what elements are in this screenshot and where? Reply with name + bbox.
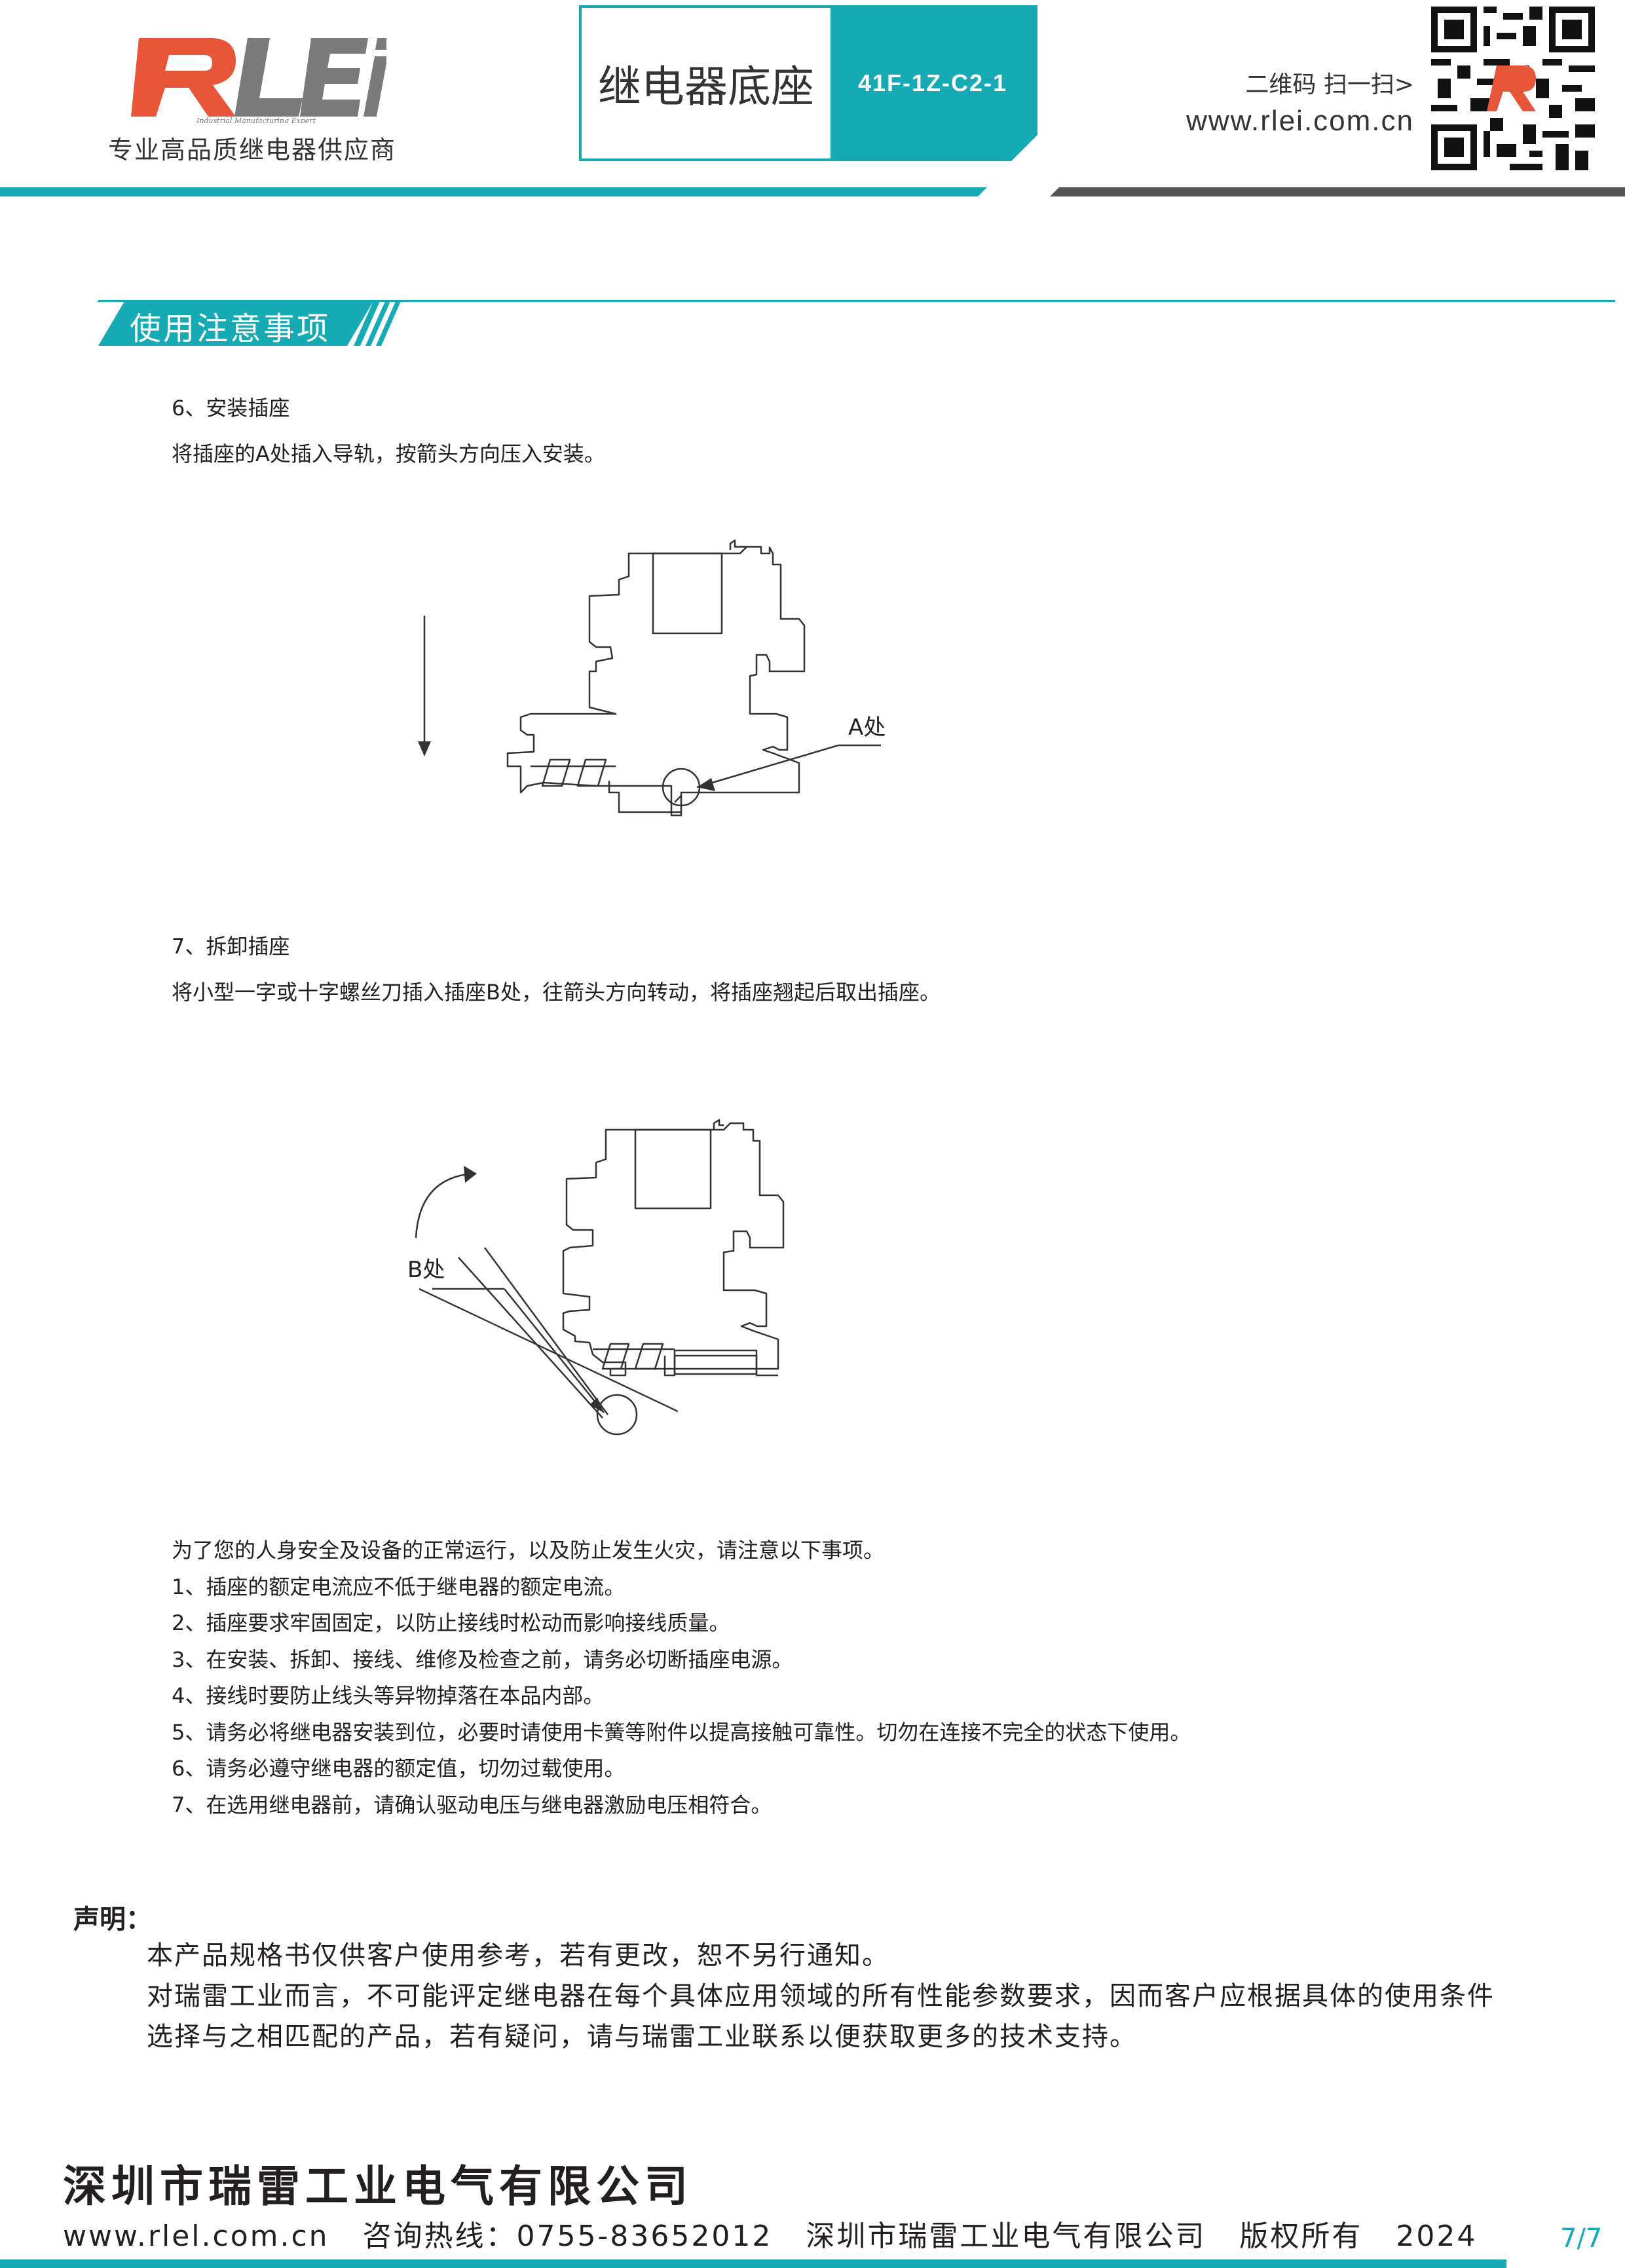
footer-bar — [0, 2259, 1506, 2268]
footer-rights: 版权所有 — [1239, 2220, 1363, 2253]
note-item: 5、请务必将继电器安装到位，必要时请使用卡簧等附件以提高接触可靠性。切勿在连接不… — [172, 1719, 1191, 1745]
note-item: 1、插座的额定电流应不低于继电器的额定电流。 — [172, 1574, 626, 1599]
footer-website[interactable]: www.rlel.com.cn — [63, 2220, 329, 2253]
product-title: 继电器底座 — [598, 62, 814, 112]
note-item: 3、在安装、拆卸、接线、维修及检查之前，请务必切断插座电源。 — [172, 1646, 793, 1672]
brand-logo: Industrial Manufacturing Expert — [131, 38, 386, 123]
product-model: 41F-1Z-C2-1 — [831, 8, 1035, 158]
callout-b-label: B处 — [407, 1257, 445, 1283]
statement-label: 声明： — [73, 1905, 152, 1935]
footer-company-short: 深圳市瑞雷工业电气有限公司 — [806, 2220, 1206, 2253]
section-title: 使用注意事项 — [130, 310, 331, 347]
removal-diagram: B处 — [407, 1119, 785, 1436]
header-bar-teal — [0, 187, 1009, 196]
note-item: 4、接线时要防止线头等异物掉落在本品内部。 — [172, 1683, 605, 1708]
safety-notes: 为了您的人身安全及设备的正常运行，以及防止发生火灾，请注意以下事项。 1、插座的… — [172, 1533, 1191, 1823]
header-bar-gray — [1041, 187, 1625, 196]
statement-line: 选择与之相匹配的产品，若有疑问，请与瑞雷工业联系以便获取更多的技术支持。 — [147, 2022, 1137, 2052]
callout-a-label: A处 — [848, 715, 886, 741]
brand-tagline: 专业高品质继电器供应商 — [108, 136, 397, 164]
statement-line: 本产品规格书仅供客户使用参考，若有更改，恕不另行通知。 — [147, 1941, 889, 1971]
section-rule — [98, 300, 1615, 302]
header-website[interactable]: www.rlei.com.cn — [1186, 105, 1414, 137]
title-corner-notch — [1011, 135, 1037, 161]
header-bar-divider — [978, 187, 1059, 196]
note-intro: 为了您的人身安全及设备的正常运行，以及防止发生火灾，请注意以下事项。 — [172, 1538, 885, 1563]
footer-year: 2024 — [1396, 2220, 1478, 2253]
note-item: 2、插座要求牢固固定，以防止接线时松动而影响接线质量。 — [172, 1610, 730, 1635]
statement-body: 本产品规格书仅供客户使用参考，若有更改，恕不另行通知。 对瑞雷工业而言，不可能评… — [147, 1935, 1495, 2057]
footer-info: www.rlel.com.cn 咨询热线：0755-83652012 深圳市瑞雷… — [63, 2212, 1499, 2254]
statement-line: 对瑞雷工业而言，不可能评定继电器在每个具体应用领域的所有性能参数要求，因而客户应… — [147, 1981, 1495, 2011]
note-item: 7、在选用继电器前，请确认驱动电压与继电器激励电压相符合。 — [172, 1792, 772, 1817]
remove-heading: 7、拆卸插座 — [172, 934, 290, 959]
product-title-box: 继电器底座 41F-1Z-C2-1 — [579, 5, 1037, 161]
footer-company: 深圳市瑞雷工业电气有限公司 — [63, 2161, 693, 2212]
install-diagram: A处 — [418, 539, 886, 817]
install-heading: 6、安装插座 — [172, 396, 290, 420]
footer-hotline: 咨询热线：0755-83652012 — [362, 2220, 773, 2253]
qr-prompt: 二维码 扫一扫> — [1245, 71, 1414, 98]
section-stripes-icon — [354, 301, 401, 346]
page-number: 7/7 — [1560, 2223, 1603, 2254]
logo-subtext: Industrial Manufacturing Expert — [196, 117, 316, 123]
install-description: 将插座的A处插入导轨，按箭头方向压入安装。 — [172, 441, 605, 466]
qr-code-icon[interactable] — [1431, 7, 1595, 170]
note-item: 6、请务必遵守继电器的额定值，切勿过载使用。 — [172, 1756, 626, 1781]
remove-description: 将小型一字或十字螺丝刀插入插座B处，往箭头方向转动，将插座翘起后取出插座。 — [172, 980, 941, 1005]
section-tab — [98, 301, 373, 346]
